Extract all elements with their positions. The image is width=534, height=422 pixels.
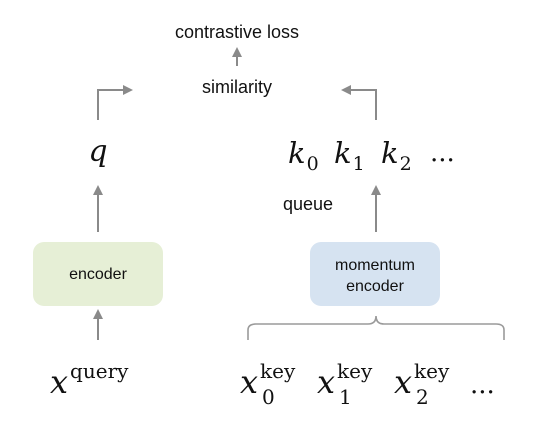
keys-to-similarity-arrow — [341, 85, 377, 120]
encoder-box — [33, 242, 163, 306]
keys-ellipsis: ... — [430, 138, 455, 168]
q-symbol: q — [88, 134, 107, 169]
momentum-encoder-box — [310, 242, 440, 306]
encoder-label: encoder — [69, 266, 127, 283]
x-key-1-sub: 1 — [339, 385, 352, 409]
inputs-ellipsis: ... — [470, 370, 495, 400]
q-to-similarity-arrow — [97, 85, 133, 120]
contrastive-loss-label: contrastive loss — [175, 22, 299, 42]
momentum-encoder-label-line2: encoder — [346, 278, 404, 295]
similarity-label: similarity — [202, 77, 272, 97]
inputs-brace — [247, 315, 505, 340]
momentum-encoder-label-line1: momentum — [335, 257, 415, 274]
x-key-0-sub: 0 — [262, 385, 275, 409]
queue-label: queue — [283, 194, 333, 214]
key-k0: k0 — [288, 136, 319, 175]
key-k2: k2 — [381, 136, 412, 175]
x-key-2-sub: 2 — [416, 385, 429, 409]
key-k1: k1 — [334, 136, 365, 175]
